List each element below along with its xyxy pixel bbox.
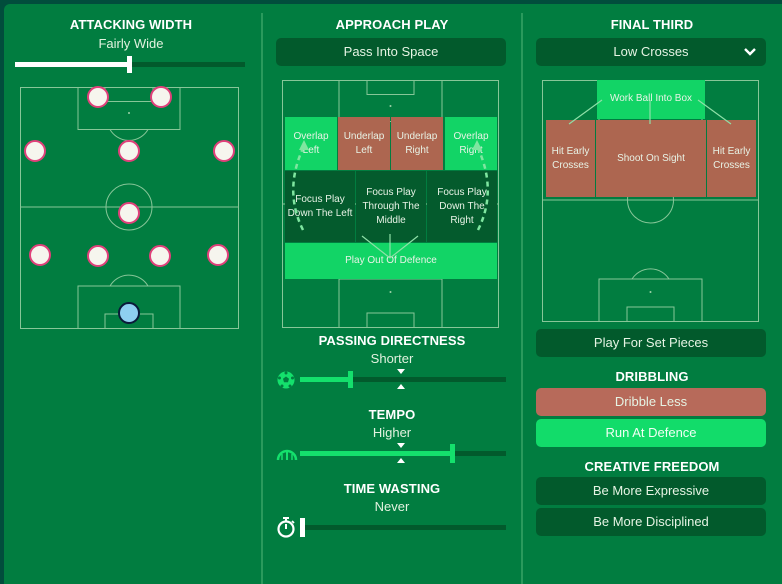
- tempo-title: TEMPO: [368, 407, 416, 422]
- player-marker[interactable]: [150, 86, 172, 108]
- player-marker[interactable]: [213, 140, 235, 162]
- player-marker[interactable]: [29, 244, 51, 266]
- dribble-less-button[interactable]: Dribble Less: [536, 388, 766, 416]
- zone-underlap-left[interactable]: Underlap Left: [338, 117, 390, 170]
- arrowhead-left: [299, 140, 309, 150]
- attacking-width-slider-handle[interactable]: [127, 56, 132, 73]
- zone-play-out-of-defence[interactable]: Play Out Of Defence: [285, 243, 497, 279]
- zone-focus-middle[interactable]: Focus Play Through The Middle: [356, 171, 426, 242]
- column-divider: [261, 13, 263, 584]
- player-marker[interactable]: [207, 244, 229, 266]
- default-marker-icon: [397, 369, 405, 389]
- passing-directness-slider-fill: [300, 377, 350, 382]
- be-more-disciplined-button[interactable]: Be More Disciplined: [536, 508, 766, 536]
- tempo-slider-fill: [300, 451, 452, 456]
- zone-hit-early-crosses-left[interactable]: Hit Early Crosses: [546, 120, 595, 197]
- player-marker[interactable]: [118, 202, 140, 224]
- football-icon: [277, 371, 295, 389]
- time-wasting-value: Never: [374, 499, 410, 514]
- time-wasting-title: TIME WASTING: [343, 481, 441, 496]
- arrow-overlap-right: [475, 145, 489, 231]
- stopwatch-icon: [277, 517, 295, 538]
- zone-focus-right[interactable]: Focus Play Down The Right: [427, 171, 497, 242]
- time-wasting-slider-handle[interactable]: [300, 518, 305, 537]
- goalkeeper-marker[interactable]: [118, 302, 140, 324]
- zone-work-ball-into-box[interactable]: Work Ball Into Box: [597, 80, 705, 119]
- zone-underlap-right[interactable]: Underlap Right: [391, 117, 443, 170]
- zone-overlap-right[interactable]: Overlap Right: [445, 117, 497, 170]
- player-marker[interactable]: [118, 140, 140, 162]
- approach-arrows: [292, 140, 489, 259]
- time-wasting-slider-track[interactable]: [300, 525, 506, 530]
- zone-overlap-left[interactable]: Overlap Left: [285, 117, 337, 170]
- player-marker[interactable]: [87, 86, 109, 108]
- approach-play-title: APPROACH PLAY: [335, 17, 449, 32]
- column-divider: [521, 13, 523, 584]
- arrowhead-right: [472, 140, 482, 150]
- passing-directness-slider-handle[interactable]: [348, 371, 353, 388]
- zone-focus-left[interactable]: Focus Play Down The Left: [285, 171, 355, 242]
- chevron-down-icon: [744, 48, 756, 56]
- final-third-title: FINAL THIRD: [610, 17, 694, 32]
- player-marker[interactable]: [149, 245, 171, 267]
- tempo-slider-handle[interactable]: [450, 444, 455, 463]
- zone-shoot-on-sight[interactable]: Shoot On Sight: [596, 120, 706, 197]
- default-marker-icon: [397, 443, 405, 463]
- run-at-defence-button[interactable]: Run At Defence: [536, 419, 766, 447]
- final-third-dropdown[interactable]: Low Crosses: [536, 38, 766, 66]
- attacking-width-slider-fill: [15, 62, 130, 67]
- final-third-selected: Low Crosses: [613, 44, 689, 59]
- dribbling-title: DRIBBLING: [615, 369, 689, 384]
- speedometer-icon: [276, 449, 298, 461]
- passing-directness-title: PASSING DIRECTNESS: [318, 333, 466, 348]
- final-third-arrows: [568, 99, 732, 125]
- creative-freedom-title: CREATIVE FREEDOM: [584, 459, 720, 474]
- arrow-overlap-left: [292, 145, 306, 231]
- passing-directness-value: Shorter: [370, 351, 414, 366]
- play-for-set-pieces-button[interactable]: Play For Set Pieces: [536, 329, 766, 357]
- attacking-width-title: ATTACKING WIDTH: [69, 17, 193, 32]
- tempo-value: Higher: [372, 425, 412, 440]
- player-marker[interactable]: [24, 140, 46, 162]
- attacking-width-value: Fairly Wide: [98, 36, 164, 51]
- zone-hit-early-crosses-right[interactable]: Hit Early Crosses: [707, 120, 756, 197]
- approach-play-selector[interactable]: Pass Into Space: [276, 38, 506, 66]
- player-marker[interactable]: [87, 245, 109, 267]
- passing-directness-slider-track[interactable]: [300, 377, 506, 382]
- be-more-expressive-button[interactable]: Be More Expressive: [536, 477, 766, 505]
